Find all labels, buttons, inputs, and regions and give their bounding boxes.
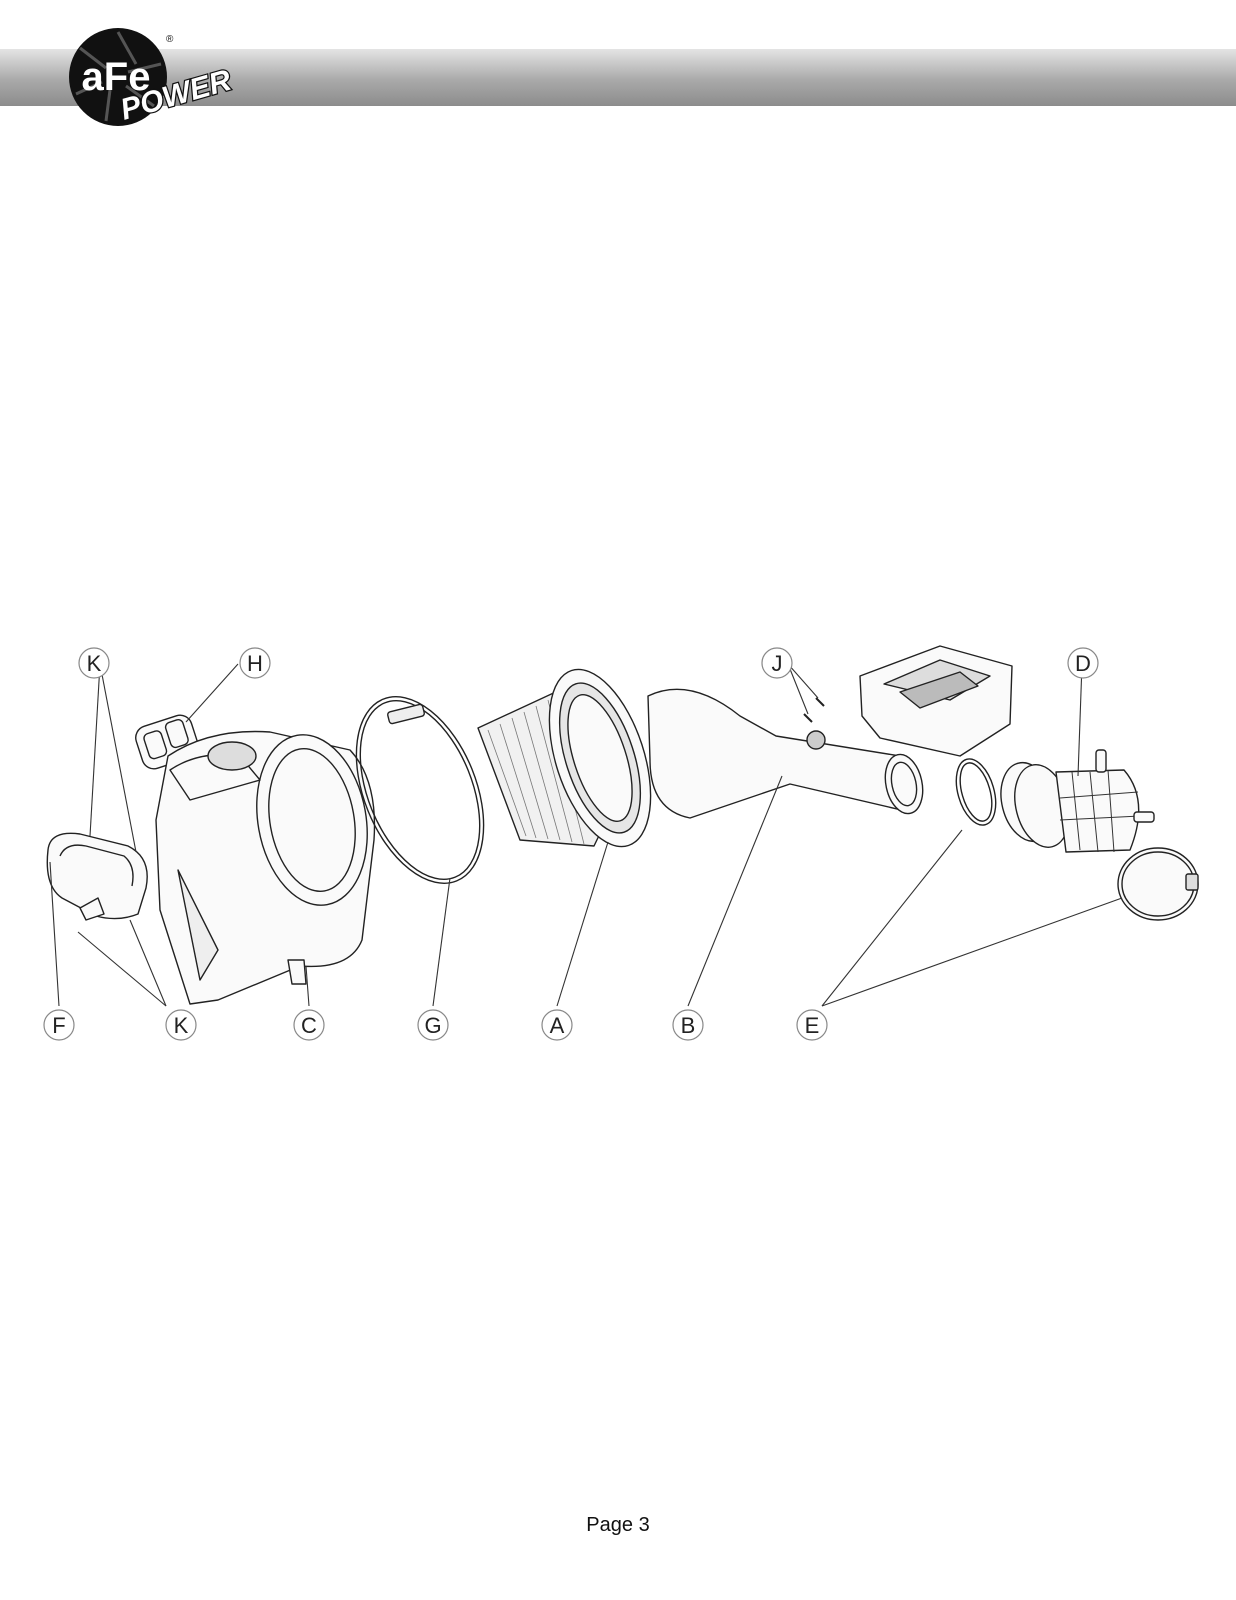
callout-g: G	[417, 1009, 449, 1041]
svg-text:K: K	[174, 1013, 189, 1038]
svg-text:J: J	[772, 651, 783, 676]
leader-j-1	[787, 663, 819, 699]
leader-d	[1077, 663, 1083, 777]
callout-k-top: K	[78, 647, 110, 679]
callout-a: A	[541, 1009, 573, 1041]
leader-h	[185, 663, 239, 723]
part-scoop	[859, 645, 1013, 757]
exploded-parts-diagram: K H J D F K C G	[43, 645, 1199, 1041]
callout-f: F	[43, 1009, 75, 1041]
leader-g	[432, 877, 451, 1007]
logo-registered-mark: ®	[166, 34, 174, 45]
leader-e-2	[821, 897, 1123, 1007]
leader-c	[305, 965, 310, 1007]
svg-text:D: D	[1075, 651, 1091, 676]
logo-shutter-icon	[75, 31, 162, 122]
logo-circle	[69, 28, 167, 126]
part-c-airbox	[155, 730, 376, 1005]
part-e-clamps	[955, 758, 1199, 921]
svg-text:F: F	[52, 1013, 65, 1038]
part-b-intake-tube	[647, 688, 924, 819]
callout-d: D	[1067, 647, 1099, 679]
svg-text:C: C	[301, 1013, 317, 1038]
part-f-duct	[46, 832, 148, 921]
svg-text:A: A	[550, 1013, 565, 1038]
leader-e-1	[821, 829, 963, 1007]
header-bar	[0, 49, 1236, 106]
part-g-clamp	[355, 696, 485, 884]
part-a-filter	[477, 668, 652, 848]
leader-a	[556, 841, 609, 1007]
part-j-screws	[803, 697, 825, 723]
part-d-coupler	[1000, 749, 1155, 853]
leader-f	[49, 861, 60, 1007]
logo-afe-text: aFe	[82, 55, 151, 99]
svg-text:E: E	[805, 1013, 820, 1038]
leader-b	[687, 775, 783, 1007]
callout-c: C	[293, 1009, 325, 1041]
leader-k-bottom-1	[77, 931, 167, 1007]
leader-k-top-1	[89, 663, 101, 837]
leader-k-bottom-2	[129, 919, 167, 1007]
callout-j: J	[761, 647, 793, 679]
page-number: Page 3	[586, 1514, 650, 1536]
afe-power-logo: aFe ® POWER	[69, 28, 236, 128]
svg-text:H: H	[247, 651, 263, 676]
callout-h: H	[239, 647, 271, 679]
callout-e: E	[796, 1009, 828, 1041]
svg-text:K: K	[87, 651, 102, 676]
svg-text:G: G	[424, 1013, 441, 1038]
leader-k-top-2	[99, 663, 137, 853]
callout-k-bottom: K	[165, 1009, 197, 1041]
leader-j-2	[787, 663, 809, 715]
svg-text:B: B	[681, 1013, 696, 1038]
callout-b: B	[672, 1009, 704, 1041]
